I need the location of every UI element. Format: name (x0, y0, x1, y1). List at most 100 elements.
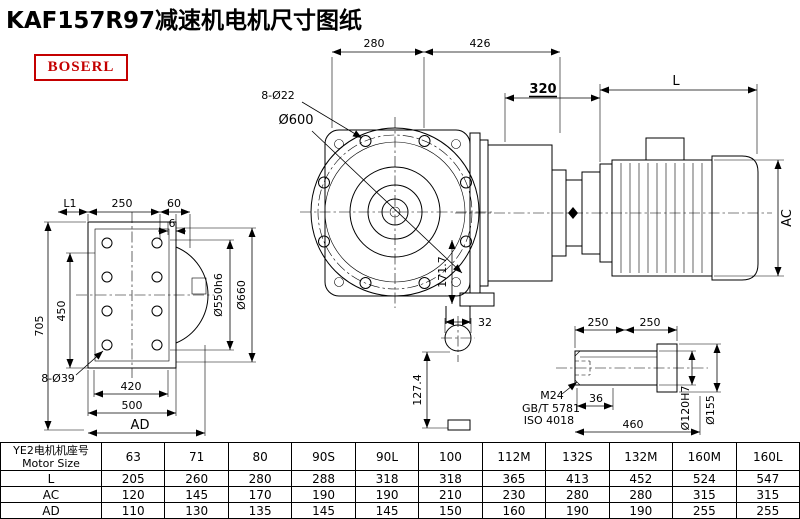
motor (611, 137, 759, 281)
table-cell: 255 (672, 502, 737, 519)
dim-label-8d22: 8-Ø22 (261, 89, 295, 102)
bolt-hole (418, 135, 431, 147)
ac-dimension: AC (714, 159, 795, 277)
dim-label-L: L (672, 74, 680, 89)
dim-label-171: 171.7 (436, 256, 449, 288)
dim-label-705: 705 (33, 316, 46, 337)
flange-outer-circle (310, 127, 480, 297)
dim-label-127: 127.4 (411, 374, 424, 406)
dim-label-32: 32 (478, 316, 492, 329)
thread-label-m24: M24 (540, 389, 564, 402)
bolt-hole (460, 235, 472, 248)
front-view: Ø600 (278, 113, 492, 308)
row-label: AD (0, 502, 102, 519)
boserl-logo: BOSERL (34, 54, 128, 81)
dim-label-250a: 250 (588, 316, 609, 329)
standard-label-gbt: GB/T 5781 (522, 402, 580, 415)
dim-label-L1: L1 (63, 197, 76, 210)
table-cell: 315 (735, 486, 800, 503)
table-cell: 210 (418, 486, 483, 503)
table-cell: 145 (291, 502, 356, 519)
flange-hole (101, 305, 113, 317)
dim-label-426: 426 (470, 37, 491, 50)
dim-label-280: 280 (364, 37, 385, 50)
column-header: 132M (608, 442, 674, 471)
bolt-hole (359, 135, 372, 147)
column-header: 112M (481, 442, 547, 471)
dim-label-320: 320 (529, 82, 556, 97)
plug (191, 277, 207, 295)
shaft-collar (656, 343, 678, 393)
leader-8d22 (301, 101, 363, 139)
leader-m24 (561, 381, 578, 395)
dim-label-155: Ø155 (704, 395, 717, 425)
flange-hole (151, 305, 163, 317)
table-cell: 170 (227, 486, 293, 503)
table-cell: 110 (100, 502, 166, 519)
diameter-leader (311, 130, 463, 274)
table-corner-header: YE2电机机座号 Motor Size (0, 442, 102, 471)
dim-label-120: Ø120H7 (679, 386, 692, 431)
table-cell: 365 (481, 470, 547, 487)
column-header: 90L (354, 442, 420, 471)
bolt-hole (318, 235, 330, 248)
column-header: 100 (418, 442, 483, 471)
leader-8d39 (75, 350, 104, 376)
flange-hole (151, 339, 163, 351)
flange-hole (101, 237, 113, 249)
table-cell: 135 (227, 502, 293, 519)
dim-label-660: Ø660 (235, 280, 248, 310)
flange-hole (151, 271, 163, 283)
dim-label-250: 250 (112, 197, 133, 210)
motor-body (611, 159, 713, 277)
table-cell: 280 (608, 486, 674, 503)
fan-cowl (711, 155, 759, 281)
table-cell: 318 (354, 470, 420, 487)
table-cell: 145 (354, 502, 420, 519)
table-cell: 260 (164, 470, 229, 487)
dim-label-420: 420 (121, 380, 142, 393)
bolt-hole (418, 277, 431, 289)
dim-label-600: Ø600 (278, 113, 313, 128)
table-cell: 190 (291, 486, 356, 503)
dim-label-460: 460 (623, 418, 644, 431)
housing-foot (459, 292, 495, 307)
dim-label-60: 60 (167, 197, 181, 210)
table-cell: 318 (418, 470, 483, 487)
column-header: 90S (291, 442, 356, 471)
standard-label-iso: ISO 4018 (524, 414, 574, 427)
corner-screw (334, 139, 344, 149)
motor-size-label-cn: YE2电机机座号 (13, 443, 89, 457)
table-cell: 190 (354, 486, 420, 503)
flange-hole (101, 339, 113, 351)
table-cell: 280 (227, 470, 293, 487)
dim-label-6: 6 (169, 217, 176, 230)
technical-drawing: Ø600 280 426 8-Ø22 (33, 37, 795, 437)
corner-screw (334, 277, 344, 287)
bolt-hole (460, 176, 472, 189)
table-cell: 524 (672, 470, 737, 487)
dim-label-250b: 250 (640, 316, 661, 329)
corner-screw (451, 139, 461, 149)
left-view: L1 250 60 6 705 450 420 500 AD 8-Ø39 (33, 197, 256, 437)
table-cell: 205 (100, 470, 166, 487)
gear-unit-side (455, 132, 772, 307)
drawing-line (574, 350, 581, 357)
table-cell: 547 (735, 470, 800, 487)
table-cell: 315 (672, 486, 737, 503)
shaft-detail: 250 250 M24 GB/T 5781 ISO 4018 36 460 Ø1… (522, 316, 721, 436)
table-cell: 145 (164, 486, 229, 503)
row-label: AC (0, 486, 102, 503)
dim-label-AC: AC (780, 209, 795, 227)
table-cell: 280 (545, 486, 610, 503)
foot-pad (447, 419, 471, 431)
column-header: 160M (672, 442, 737, 471)
table-cell: 255 (735, 502, 800, 519)
page-title: KAF157R97减速机电机尺寸图纸 (6, 8, 363, 34)
table-cell: 288 (291, 470, 356, 487)
table-cell: 120 (100, 486, 166, 503)
column-header: 63 (100, 442, 166, 471)
